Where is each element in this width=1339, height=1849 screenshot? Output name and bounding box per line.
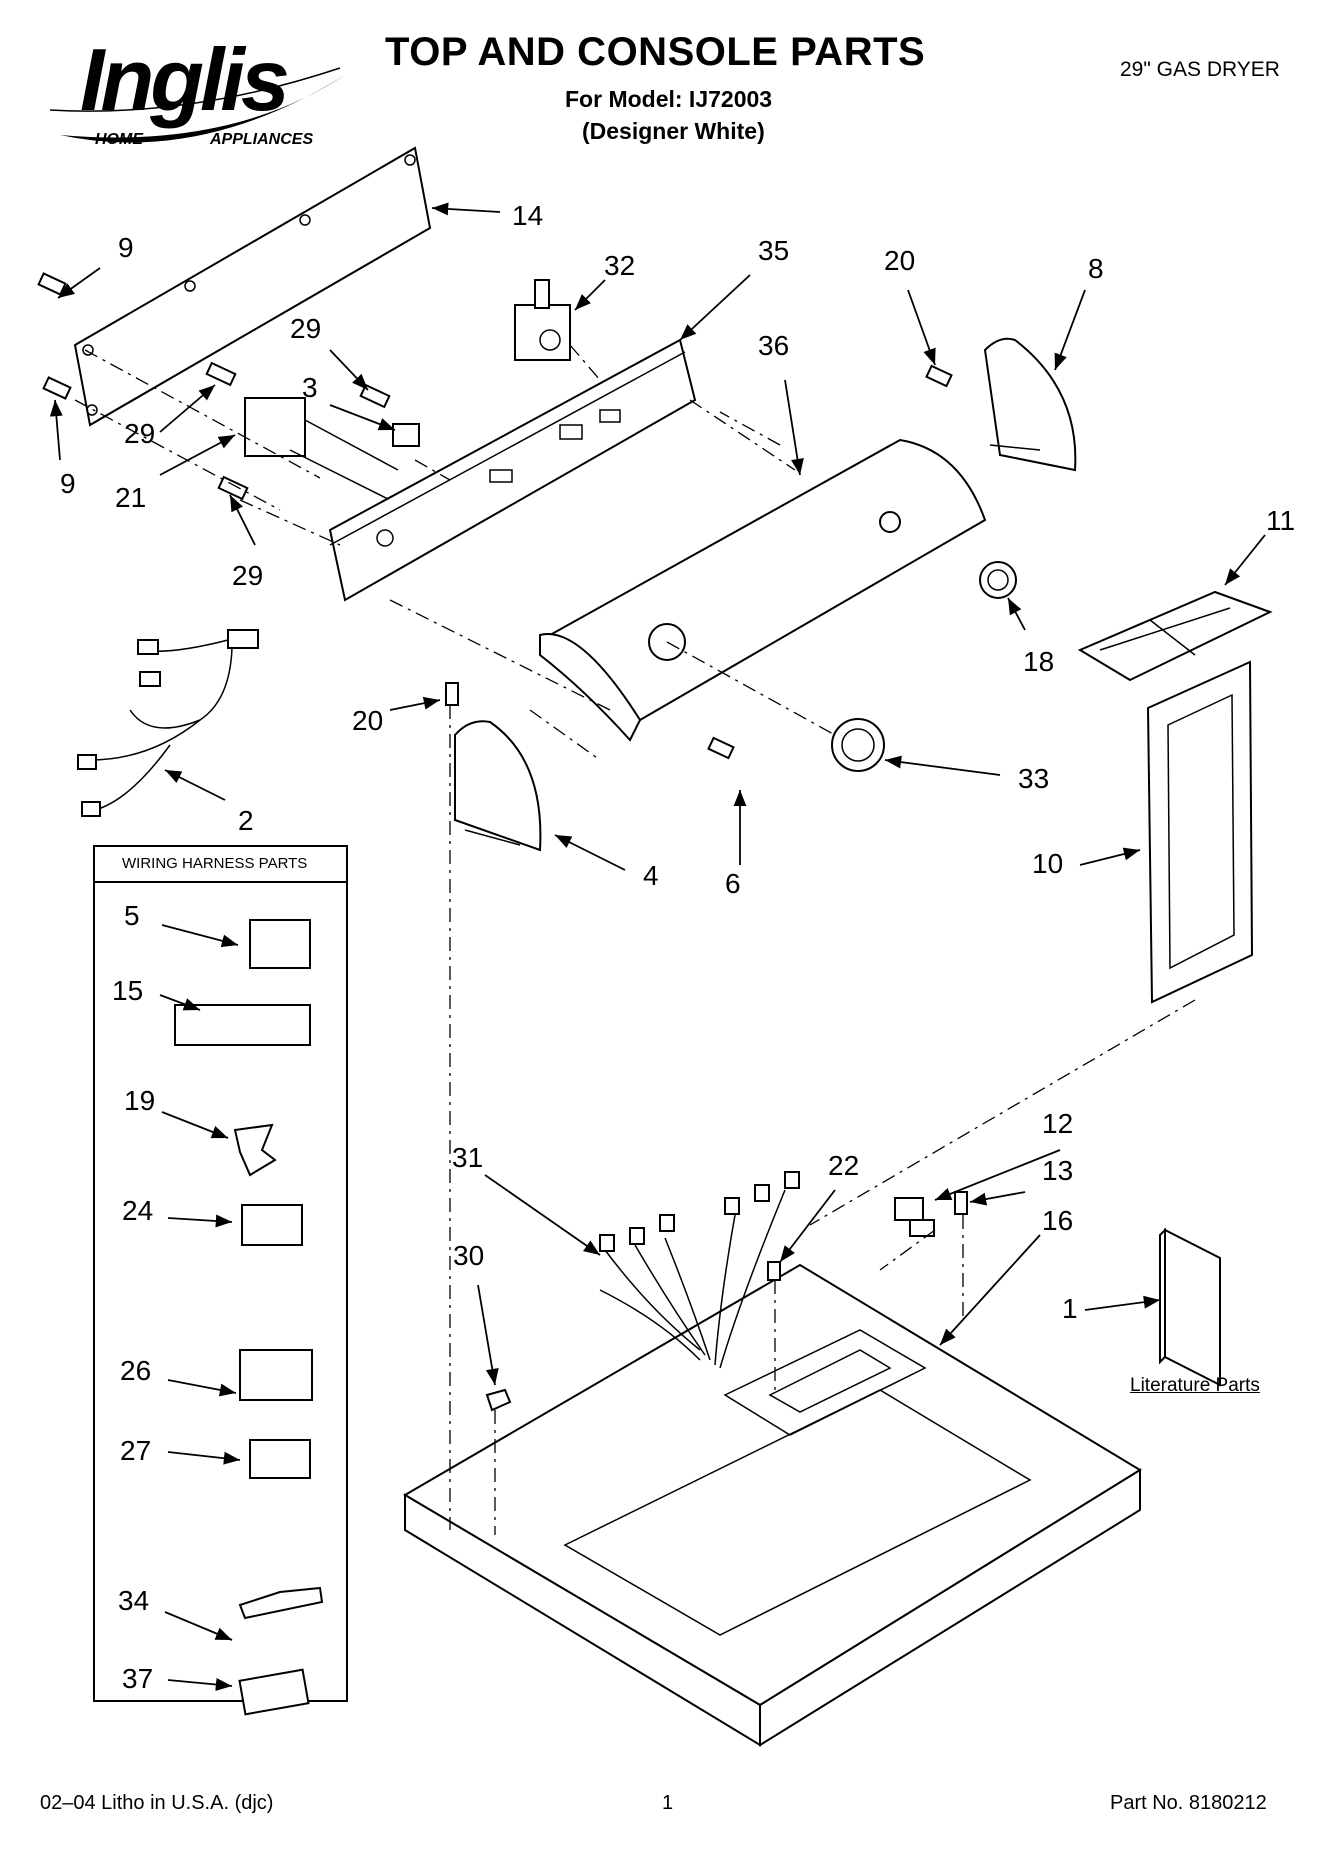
callout-30: 30 xyxy=(453,1240,485,1271)
callout-2: 2 xyxy=(238,805,254,836)
part-6-screw xyxy=(707,736,735,760)
wiring-box-header: WIRING HARNESS PARTS xyxy=(122,855,308,872)
wiring-item-24: 24 xyxy=(122,1195,154,1226)
literature-parts-label: Literature Parts xyxy=(1130,1375,1260,1396)
callout-33: 33 xyxy=(1018,763,1050,794)
part-9-screw-lower xyxy=(42,376,72,400)
part-22-screw xyxy=(767,1261,781,1281)
wiring-item-27: 27 xyxy=(120,1435,152,1466)
page-title: TOP AND CONSOLE PARTS xyxy=(385,30,926,74)
callout-20-upper: 20 xyxy=(884,245,916,276)
part-32-switch xyxy=(514,279,571,361)
part-1-literature xyxy=(1159,1227,1221,1387)
part-30-clip xyxy=(485,1388,512,1412)
callout-9-upper: 9 xyxy=(118,232,134,263)
part-number: Part No. 8180212 xyxy=(1110,1792,1267,1814)
callout-12: 12 xyxy=(1042,1108,1074,1139)
callout-4: 4 xyxy=(643,860,659,891)
part-9-screw-upper xyxy=(37,272,67,296)
callout-3: 3 xyxy=(302,372,318,403)
page-number: 1 xyxy=(662,1792,674,1814)
callout-1: 1 xyxy=(1062,1293,1078,1324)
part-21-switch xyxy=(244,397,399,501)
part-29-screw-a xyxy=(205,361,237,387)
part-20-screw-upper xyxy=(925,364,953,388)
wiring-item-19: 19 xyxy=(124,1085,156,1116)
part-10-lint-screen xyxy=(1146,660,1254,1004)
model-line: For Model: IJ72003 xyxy=(565,86,773,112)
wiring-item-37: 37 xyxy=(122,1663,154,1694)
part-8-end-cap xyxy=(983,337,1077,472)
part-35-control-panel xyxy=(328,338,697,602)
part-33-knob xyxy=(831,718,885,772)
callout-9-lower: 9 xyxy=(60,468,76,499)
part-12-bracket xyxy=(894,1197,935,1237)
callout-20-lower: 20 xyxy=(352,705,384,736)
part-36-console xyxy=(539,438,987,742)
product-type: 29" GAS DRYER xyxy=(1120,58,1280,81)
wiring-item-5: 5 xyxy=(124,900,140,931)
part-3-clip xyxy=(392,423,420,447)
wiring-harness-box xyxy=(93,845,348,1716)
part-14-console-back-bracket xyxy=(73,146,432,427)
wiring-item-26: 26 xyxy=(120,1355,152,1386)
part-16-top xyxy=(403,1263,1142,1747)
part-18-knob xyxy=(979,561,1017,599)
brand-logo-swoosh xyxy=(49,67,345,143)
footer-print-info: 02–04 Litho in U.S.A. (djc) xyxy=(40,1792,274,1814)
callout-11: 11 xyxy=(1266,505,1296,536)
callout-36: 36 xyxy=(758,330,790,361)
part-13-screw xyxy=(954,1191,968,1215)
callout-29-c: 29 xyxy=(232,560,264,591)
callout-32: 32 xyxy=(604,250,636,281)
leader-lines xyxy=(49,202,1266,1691)
callout-31: 31 xyxy=(452,1142,484,1173)
callout-22: 22 xyxy=(828,1150,860,1181)
callout-21: 21 xyxy=(115,482,147,513)
wiring-item-15: 15 xyxy=(112,975,144,1006)
part-29-screw-c xyxy=(217,475,249,501)
callout-16: 16 xyxy=(1042,1205,1074,1236)
callout-29-b: 29 xyxy=(290,313,322,344)
brand-tagline-home: HOME xyxy=(95,131,143,148)
color-line: (Designer White) xyxy=(582,118,765,144)
wiring-item-34: 34 xyxy=(118,1585,150,1616)
callout-10: 10 xyxy=(1032,848,1064,879)
callout-14: 14 xyxy=(512,200,544,231)
part-31-wire-bundle xyxy=(599,1171,800,1369)
part-11-lint-cover xyxy=(1077,590,1273,682)
callout-8: 8 xyxy=(1088,253,1104,284)
callout-18: 18 xyxy=(1023,646,1055,677)
brand-logo: Inglis xyxy=(80,30,290,129)
part-20-screw-lower xyxy=(445,682,459,706)
part-4-end-cap xyxy=(454,720,542,852)
part-2-wire-harness xyxy=(77,629,259,817)
callout-35: 35 xyxy=(758,235,790,266)
brand-tagline-appliances: APPLIANCES xyxy=(210,131,314,148)
callout-13: 13 xyxy=(1042,1155,1074,1186)
callout-6: 6 xyxy=(725,868,741,899)
part-29-screw-b xyxy=(359,383,391,409)
callout-29-a: 29 xyxy=(124,418,156,449)
